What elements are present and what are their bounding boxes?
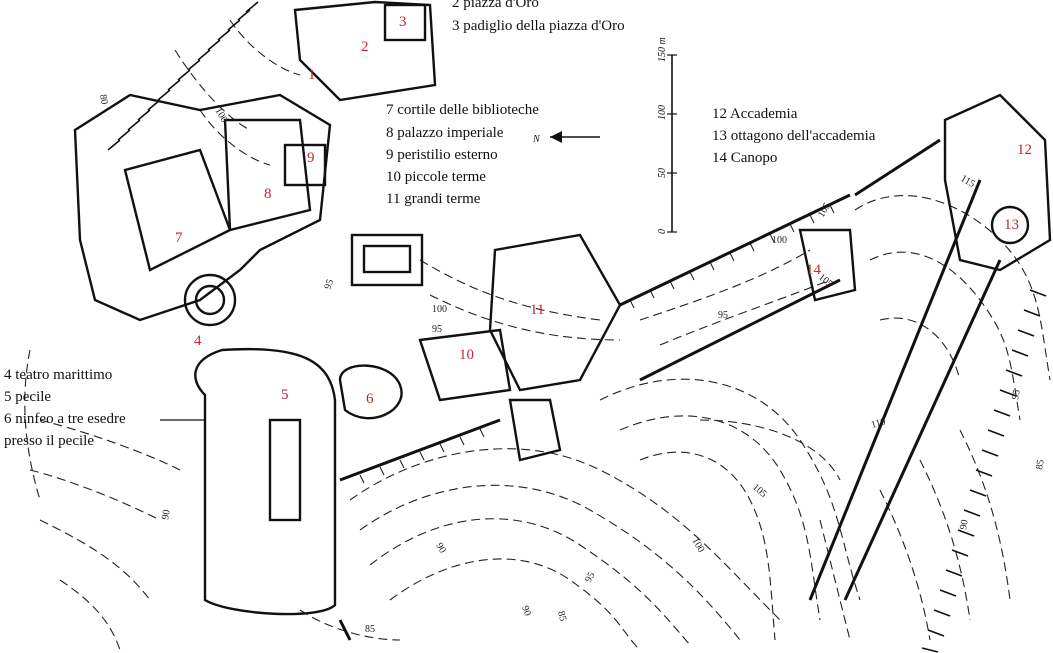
pavilion-outline xyxy=(383,3,427,42)
svg-text:95: 95 xyxy=(322,278,336,291)
north-arrow: N xyxy=(532,131,600,145)
arrow-head-icon xyxy=(550,131,562,143)
svg-text:100: 100 xyxy=(432,304,447,315)
leader-line xyxy=(160,419,205,421)
scale-tick-0: 0 xyxy=(657,229,668,234)
marker-3: 3 xyxy=(399,14,407,30)
scale-bar: 150 m 100 50 0 xyxy=(657,37,677,234)
marker-12: 12 xyxy=(1017,142,1032,158)
canopus-head xyxy=(798,228,857,302)
legend-item-8: 8 palazzo imperiale xyxy=(386,125,504,141)
svg-text:90: 90 xyxy=(958,519,971,531)
marker-2: 2 xyxy=(361,39,369,55)
contour-lines xyxy=(24,19,1051,651)
long-walls xyxy=(338,138,1002,641)
svg-text:80: 80 xyxy=(97,94,110,106)
marker-10: 10 xyxy=(459,347,474,363)
academy-outline xyxy=(943,93,1052,272)
svg-text:110: 110 xyxy=(870,416,887,430)
svg-text:90: 90 xyxy=(433,541,448,555)
marker-6: 6 xyxy=(366,391,374,407)
svg-text:95: 95 xyxy=(1010,389,1023,401)
marker-13: 13 xyxy=(1004,217,1019,233)
svg-text:90: 90 xyxy=(160,509,173,521)
building-walls xyxy=(73,0,1052,616)
piazza-doro-outline xyxy=(293,0,437,102)
svg-text:100: 100 xyxy=(772,235,787,246)
svg-text:90: 90 xyxy=(519,604,533,617)
legend-item-2: 2 piazza d'Oro xyxy=(452,0,539,11)
canopus-wall-north xyxy=(619,193,851,307)
imperial-palace-block xyxy=(223,118,312,232)
legend-item-6: 6 ninfeo a tre esedre xyxy=(4,411,126,427)
svg-text:115: 115 xyxy=(959,173,977,190)
contour-labels: 80 100 95 90 95 100 105 100 105 95 110 1… xyxy=(97,94,1047,635)
svg-text:85: 85 xyxy=(1034,459,1047,471)
svg-text:95: 95 xyxy=(432,324,442,335)
legend-item-4: 4 teatro marittimo xyxy=(4,367,113,383)
scale-tick-100: 100 xyxy=(657,105,668,120)
academy-octagon xyxy=(990,205,1030,245)
north-label: N xyxy=(532,134,541,145)
palace-outline xyxy=(73,93,332,322)
legend-item-14: 14 Canopo xyxy=(712,150,778,166)
pool-building xyxy=(350,233,424,287)
outer-peristyle-outline xyxy=(283,143,327,187)
legend-item-7: 7 cortile delle biblioteche xyxy=(386,102,539,118)
marker-1: 1 xyxy=(308,67,316,83)
maritime-theatre-ring xyxy=(183,273,237,327)
svg-text:95: 95 xyxy=(583,570,598,584)
marker-9: 9 xyxy=(307,150,315,166)
marker-4: 4 xyxy=(194,333,202,349)
pecile-outline xyxy=(194,347,337,616)
svg-text:100: 100 xyxy=(689,536,706,554)
legend-item-6-continued: presso il pecile xyxy=(4,433,94,449)
marker-7: 7 xyxy=(175,230,183,246)
legend-item-3: 3 padiglio della piazza d'Oro xyxy=(452,18,625,34)
library-court xyxy=(123,148,232,272)
marker-11: 11 xyxy=(530,302,545,318)
legend-item-11: 11 grandi terme xyxy=(386,191,481,207)
svg-text:95: 95 xyxy=(718,310,728,321)
legend-item-9: 9 peristilio esterno xyxy=(386,147,498,163)
great-baths-outline xyxy=(488,233,622,392)
svg-text:105: 105 xyxy=(750,482,769,500)
hatched-slope-north xyxy=(107,1,259,151)
svg-text:85: 85 xyxy=(555,610,568,623)
marker-8: 8 xyxy=(264,186,272,202)
marker-5: 5 xyxy=(281,387,289,403)
legend-item-12: 12 Accademia xyxy=(712,106,798,122)
scale-tick-50: 50 xyxy=(657,168,668,178)
svg-text:100: 100 xyxy=(212,106,229,124)
legend-item-10: 10 piccole terme xyxy=(386,169,486,185)
legend-item-13: 13 ottagono dell'accademia xyxy=(712,128,876,144)
scale-tick-150: 150 m xyxy=(657,37,668,62)
pecile-inner xyxy=(268,418,302,522)
marker-14: 14 xyxy=(806,262,821,278)
wall-hatching xyxy=(359,204,835,484)
legend-item-5: 5 pecile xyxy=(4,389,52,405)
small-baths-outline xyxy=(418,328,512,402)
svg-text:85: 85 xyxy=(365,624,375,635)
hatched-slope-east xyxy=(921,289,1047,653)
nymphaeum-outline xyxy=(338,364,403,420)
